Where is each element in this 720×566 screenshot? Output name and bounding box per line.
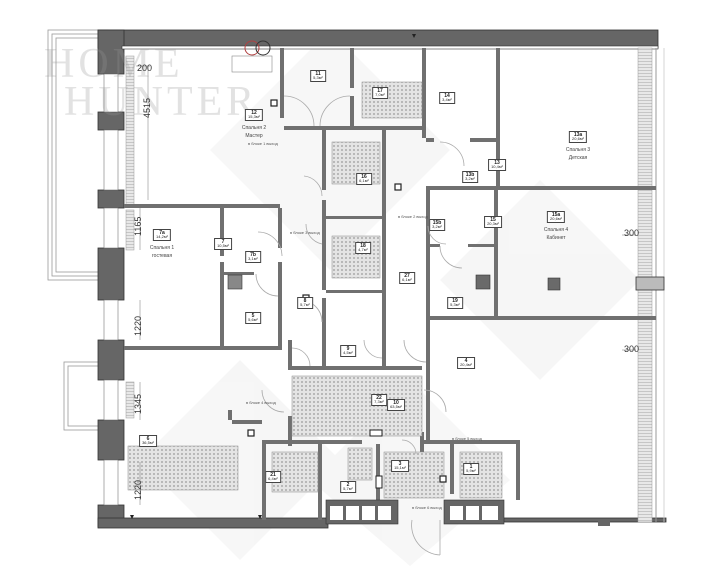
- columns: [227, 274, 561, 291]
- dim-left-4: 1345: [133, 393, 143, 414]
- room-caption-sub: гостевая: [151, 253, 173, 259]
- dim-left-1: 4515: [142, 97, 152, 118]
- storage-cells: [325, 499, 610, 526]
- dim-right-2: 300: [624, 344, 640, 354]
- dim-left-3: 1220: [133, 315, 143, 336]
- dim-left-5: 1220: [133, 479, 143, 500]
- dimension-lines: [136, 65, 636, 505]
- door-swings: [255, 95, 465, 556]
- room-area: 14,2м²: [156, 234, 168, 239]
- dim-top-left: 200: [137, 63, 153, 73]
- room-number: 7a: [159, 230, 165, 236]
- dim-right-1: 300: [624, 228, 640, 238]
- tiled-areas: [127, 81, 503, 499]
- riser-note-6: в блоке 6 выход: [412, 505, 442, 510]
- left-radiators: [125, 55, 135, 419]
- room-caption: Спальня 1: [149, 245, 175, 251]
- right-facade: [635, 47, 665, 523]
- riser-note-5: в блоке 5 выход: [452, 436, 482, 441]
- dim-left-2: 1165: [133, 216, 143, 236]
- top-wall-inner-line: [121, 45, 659, 50]
- riser-note-3: в блоке 3 выход: [290, 230, 320, 235]
- riser-note-1: в блоке 1 выход: [248, 141, 278, 146]
- riser-note-2: в блоке 2 выход: [398, 214, 428, 219]
- riser-note-4: в блоке 4 выход: [246, 400, 276, 405]
- left-windows: [103, 73, 119, 506]
